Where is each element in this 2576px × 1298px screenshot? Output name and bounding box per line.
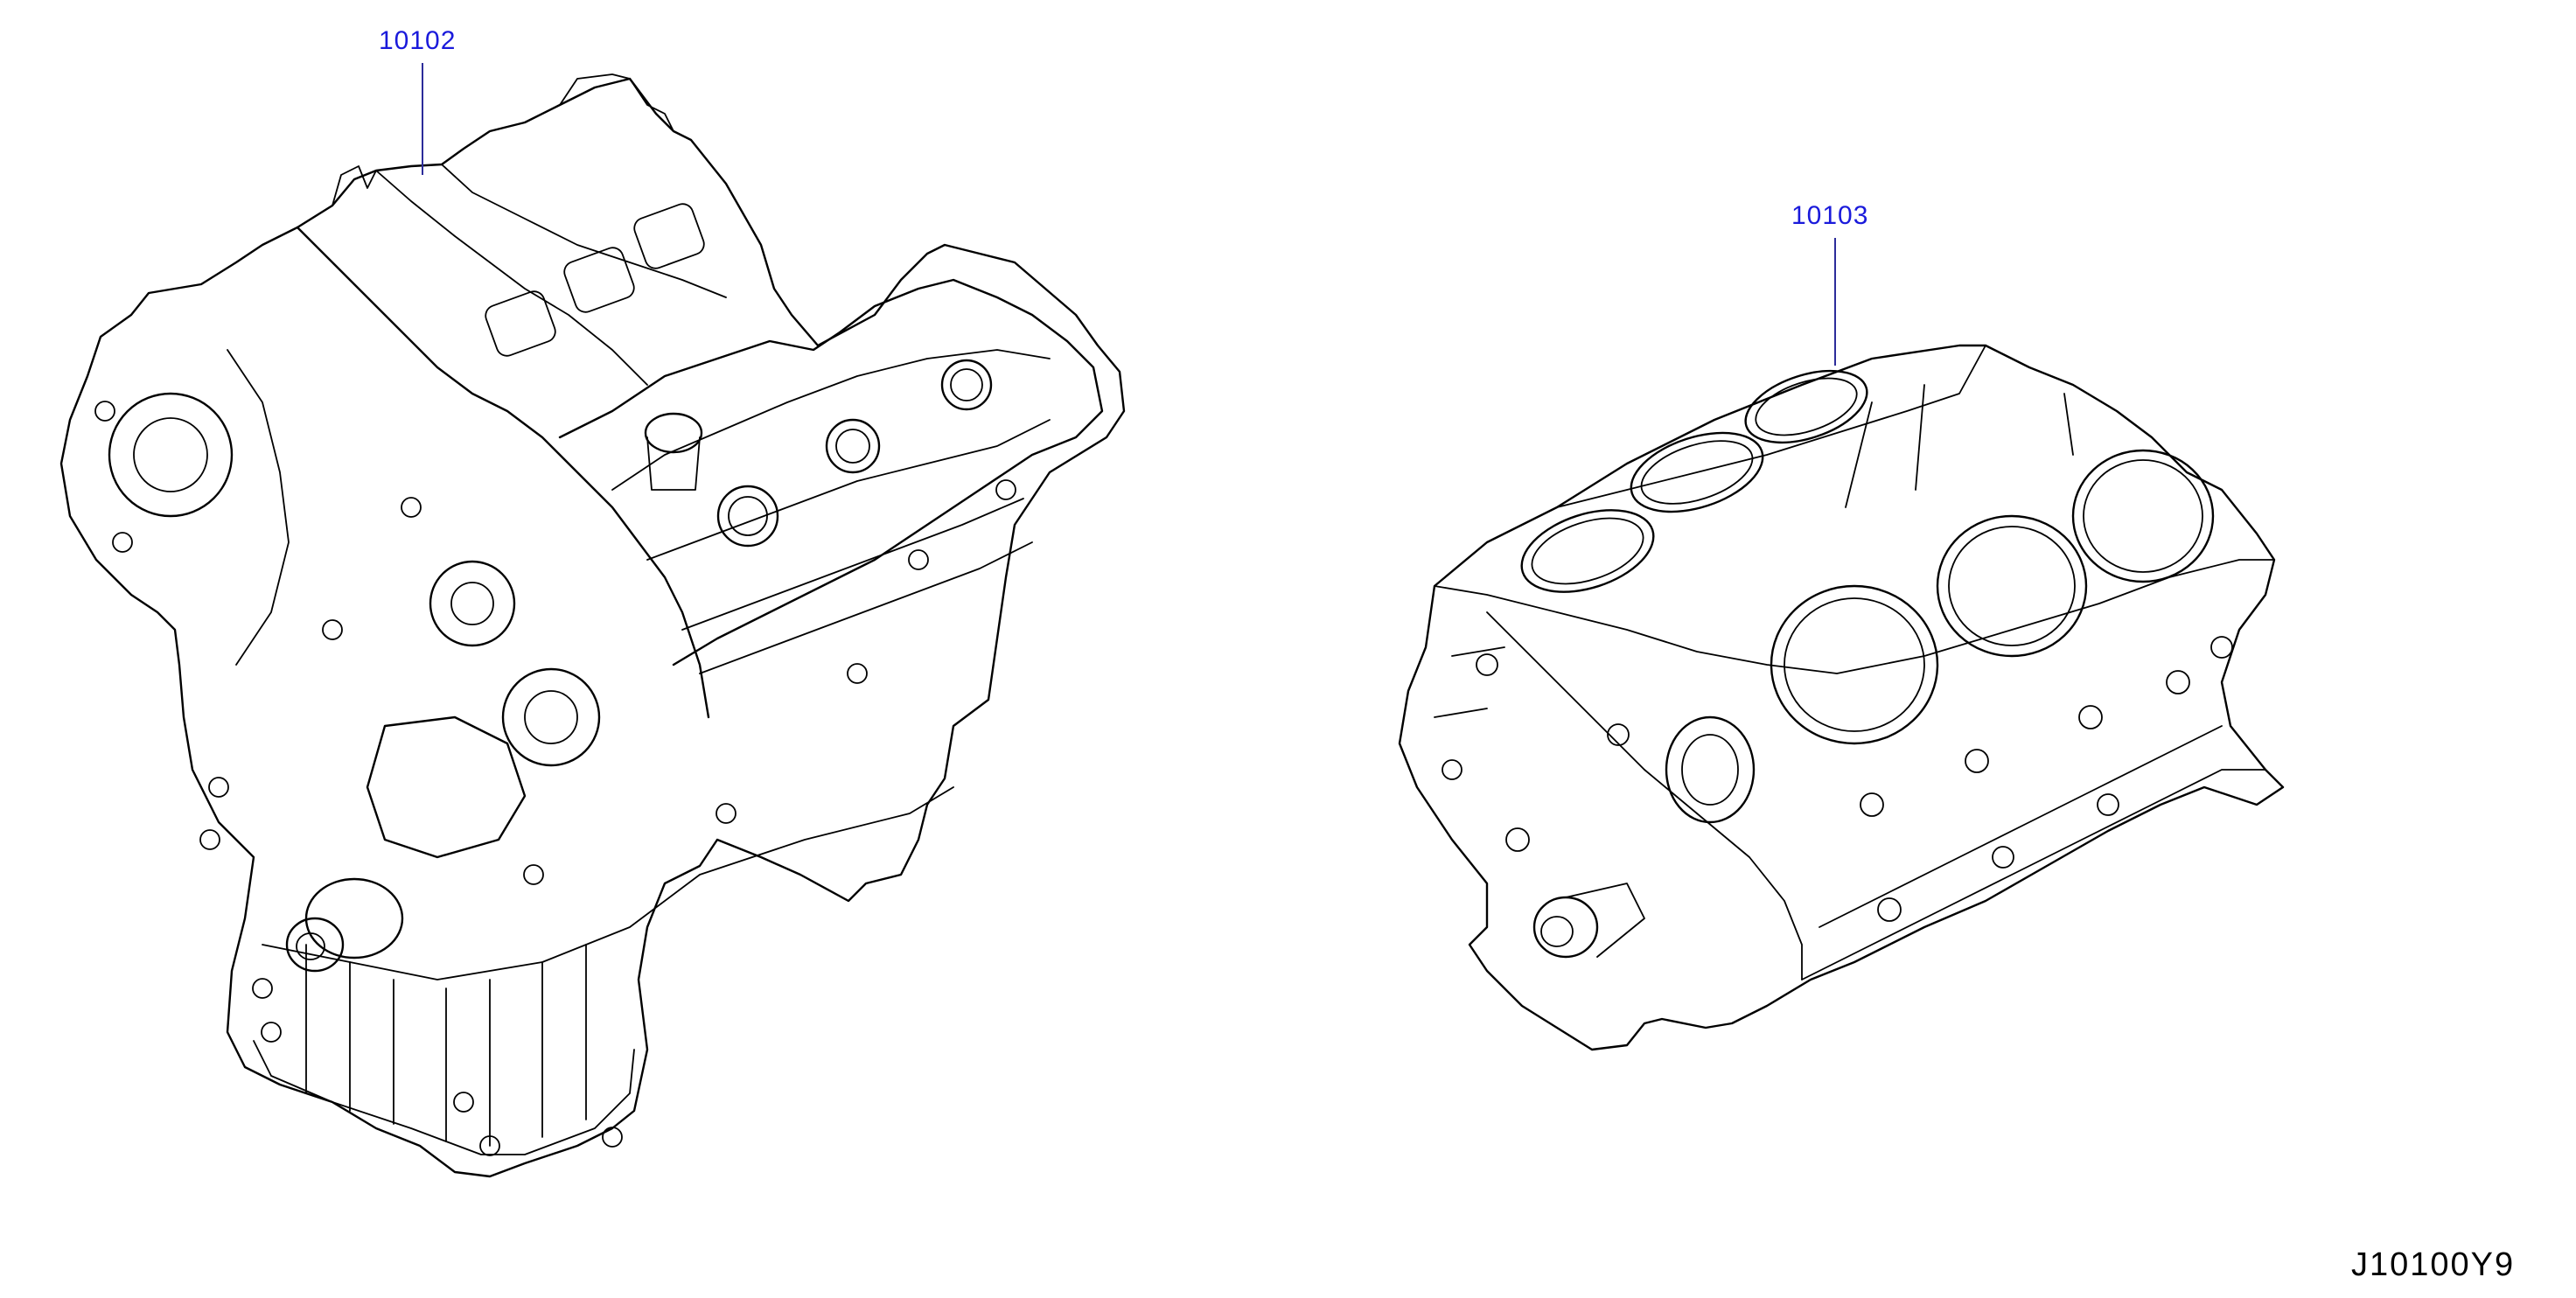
callout-10102[interactable]: 10102 <box>379 26 457 55</box>
left-bore-2-liner <box>1640 440 1754 505</box>
engine-assembly-drawing <box>59 73 1126 1178</box>
idler-pulley <box>429 560 516 647</box>
oil-pan <box>253 1040 635 1155</box>
block-front-face <box>1486 611 1803 980</box>
block-outline <box>1398 344 2285 1051</box>
intake-port-2 <box>563 247 635 313</box>
block-skirt-inner <box>1819 725 2223 928</box>
oil-filler-cap <box>644 412 703 454</box>
right-bore-1-liner <box>1784 597 1925 732</box>
water-pump-pulley <box>501 667 601 767</box>
water-pump-hub <box>524 690 578 744</box>
front-cover-plate <box>366 715 527 859</box>
right-valve-cover <box>558 278 1104 666</box>
cylinder-block-drawing <box>1398 344 2285 1051</box>
oil-filler-neck <box>646 436 701 491</box>
block-crank-bore <box>1540 916 1574 947</box>
coil-well-2-inner <box>835 429 870 464</box>
right-bore-1 <box>1770 584 1939 745</box>
left-bore-3 <box>1744 369 1868 444</box>
left-head <box>296 226 710 719</box>
block-skirt <box>1801 769 2266 980</box>
left-bore-1 <box>1520 509 1655 593</box>
cam-pulley-hub <box>133 417 208 492</box>
block-bolt-bosses <box>1442 636 2233 922</box>
idler-hub <box>450 582 494 625</box>
left-head-top <box>375 164 727 386</box>
lower-block-edge <box>262 786 954 980</box>
block-crank-shaft <box>1565 883 1645 958</box>
crank-snout <box>285 917 345 973</box>
left-bracket <box>332 165 377 206</box>
oil-pan-ribs <box>305 944 587 1147</box>
coil-well-1-inner <box>728 496 768 536</box>
right-bore-2 <box>1936 514 2088 658</box>
deck-back-edge <box>1556 345 1986 508</box>
right-head-lower <box>681 498 1033 674</box>
crank-bore <box>296 932 325 960</box>
deck-front-edge <box>1434 559 2275 674</box>
left-bore-1-liner <box>1531 517 1644 585</box>
coil-well-3 <box>940 359 993 411</box>
right-bore-2-liner <box>1948 526 2076 646</box>
intake-port-1 <box>485 290 556 357</box>
block-side-ribs <box>1434 384 2074 718</box>
coil-well-3-inner <box>950 368 983 401</box>
coil-well-2 <box>825 418 881 474</box>
top-bracket <box>559 73 674 132</box>
block-crank-snout <box>1532 896 1599 959</box>
front-crank-bore-inner <box>1681 734 1739 806</box>
crank-seal <box>304 877 404 960</box>
front-crank-bore <box>1665 715 1756 824</box>
left-bore-3-liner <box>1755 377 1858 436</box>
cam-pulley <box>108 392 234 518</box>
engine-bolt-bosses <box>94 401 1016 1156</box>
engine-outline <box>59 77 1126 1178</box>
timing-cover-edge <box>227 349 290 666</box>
right-bore-3-liner <box>2083 459 2203 573</box>
callout-10103[interactable]: 10103 <box>1791 201 1869 230</box>
coil-well-1 <box>716 485 779 548</box>
left-bore-2 <box>1630 431 1764 513</box>
diagram-code: J10100Y9 <box>2351 1246 2516 1283</box>
right-head-inner <box>611 349 1051 561</box>
intake-port-3 <box>633 203 705 269</box>
right-bore-3 <box>2071 449 2215 583</box>
